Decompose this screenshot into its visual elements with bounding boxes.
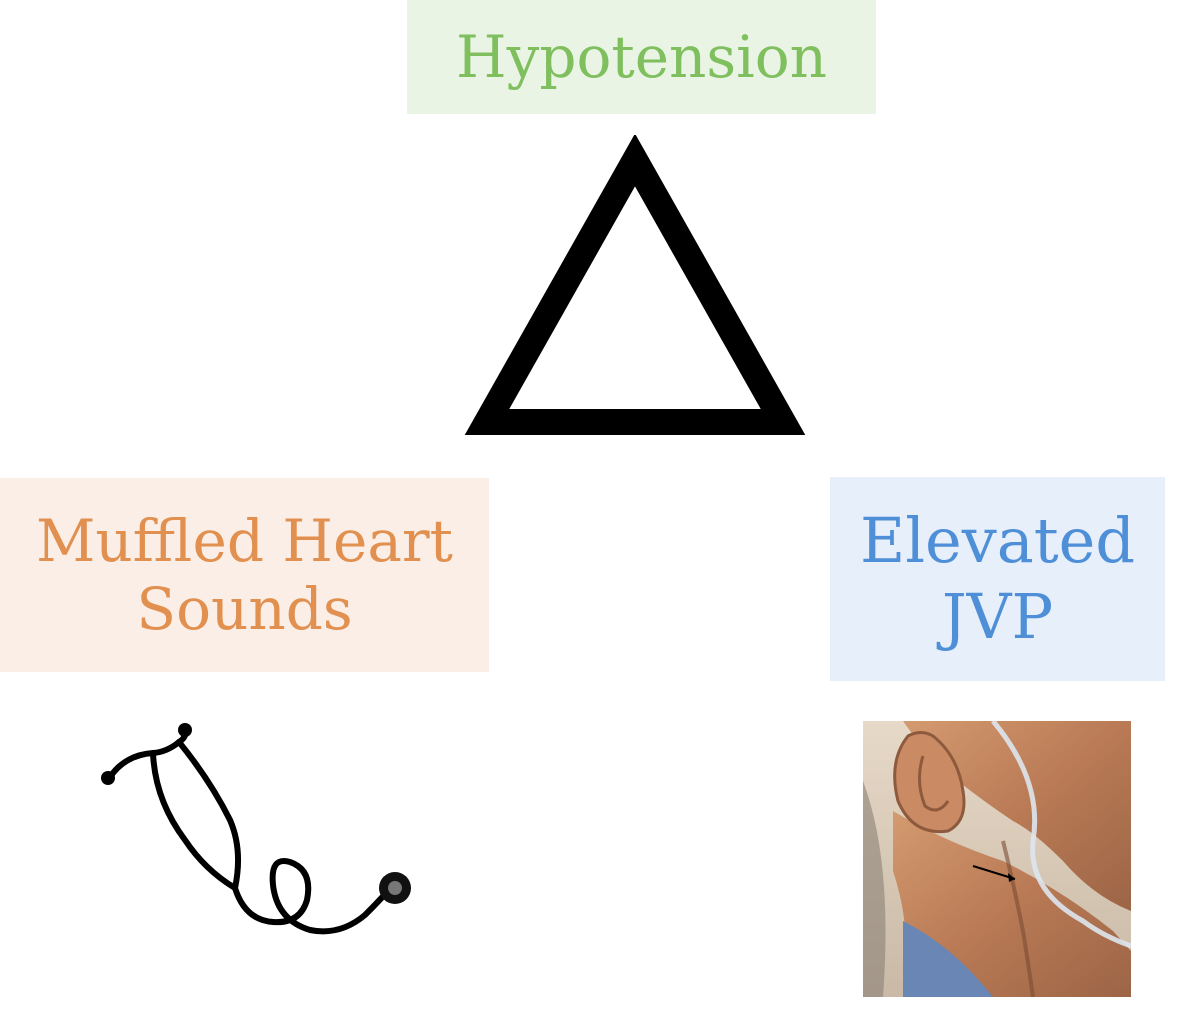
triangle-outline [464, 135, 806, 435]
right-tube [176, 739, 241, 891]
stethoscope-tubing [232, 858, 390, 935]
left-earpiece [107, 739, 182, 780]
ear-tip-right [178, 723, 192, 737]
muffled-heart-sounds-box: Muffled Heart Sounds [0, 478, 489, 672]
triangle-icon [464, 135, 806, 435]
jugular-vein [1001, 840, 1035, 997]
hypotension-label: Hypotension [456, 22, 827, 91]
arrow-pointer [972, 865, 1016, 880]
jvp-label-line1: Elevated [859, 504, 1136, 578]
jvp-label-line2: JVP [941, 580, 1054, 653]
muffled-label-line2: Sounds [136, 575, 353, 643]
hypotension-label-box: Hypotension [407, 0, 876, 114]
muffled-label-line1: Muffled Heart [36, 506, 453, 575]
left-tube [150, 750, 238, 891]
elevated-jvp-box: Elevated JVP [830, 477, 1165, 681]
oxygen-tubing [991, 721, 1131, 949]
stethoscope-icon [101, 723, 411, 935]
neck-photo [863, 721, 1131, 997]
ear [893, 731, 966, 834]
ear-tip-left [101, 771, 115, 785]
